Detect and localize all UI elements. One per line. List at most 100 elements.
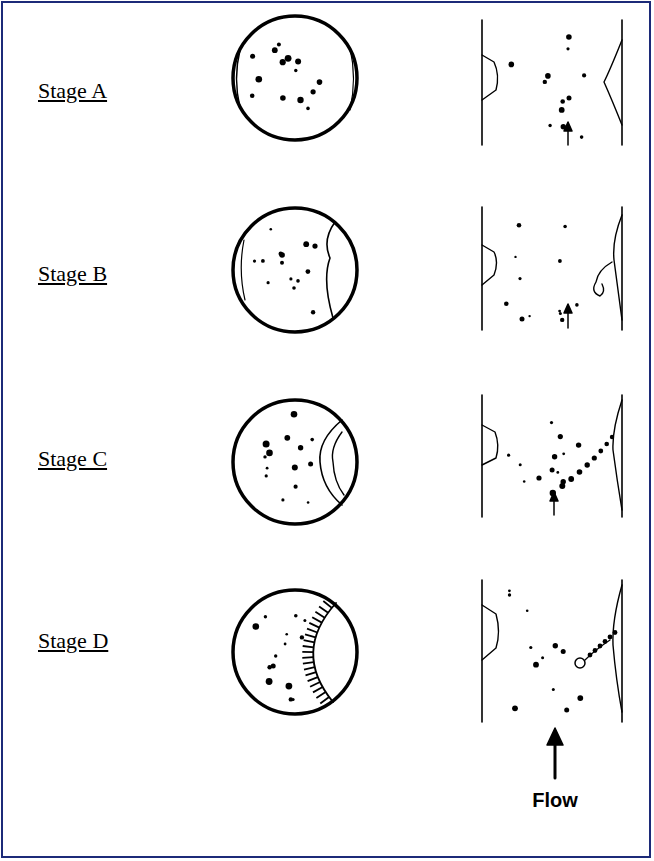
droplet xyxy=(311,89,316,94)
droplet xyxy=(294,485,298,489)
droplet xyxy=(266,450,273,457)
droplet xyxy=(308,462,313,467)
droplet xyxy=(552,454,557,459)
droplet xyxy=(286,683,293,690)
droplet xyxy=(303,619,306,622)
droplet xyxy=(507,454,510,457)
droplet xyxy=(559,107,565,113)
droplet xyxy=(613,630,618,635)
pipe-cross-section xyxy=(233,590,357,714)
droplet xyxy=(553,643,558,648)
pipe-cross-section xyxy=(233,208,357,332)
droplet xyxy=(508,593,511,596)
ligament-stroke xyxy=(302,651,313,653)
droplet xyxy=(550,421,553,424)
droplet xyxy=(529,646,532,649)
droplet xyxy=(303,241,309,247)
droplet xyxy=(297,97,303,103)
ligament-stroke xyxy=(323,601,332,608)
droplet xyxy=(514,256,516,258)
droplet xyxy=(311,310,315,314)
liquid-film xyxy=(237,50,241,108)
liquid-film xyxy=(350,48,354,110)
liquid-lens xyxy=(320,420,342,505)
ligament-stroke xyxy=(319,606,328,612)
stage-label: Stage B xyxy=(38,261,107,287)
droplet xyxy=(548,124,551,127)
droplet xyxy=(284,435,290,441)
ligament-stroke xyxy=(313,687,323,692)
droplet xyxy=(253,260,256,263)
ligament-stroke xyxy=(304,640,315,642)
droplet xyxy=(603,639,608,644)
ligament-stroke xyxy=(309,623,319,628)
ligament-stroke xyxy=(320,697,329,704)
droplet xyxy=(550,468,555,473)
droplet xyxy=(317,79,323,85)
droplet xyxy=(512,705,518,711)
droplet xyxy=(561,649,566,654)
droplet xyxy=(577,695,583,701)
ligament-stroke xyxy=(316,692,325,698)
entrainment-front xyxy=(313,603,336,702)
disturbance-wave xyxy=(327,222,335,318)
droplet xyxy=(608,635,613,640)
droplet xyxy=(528,315,530,317)
droplet xyxy=(567,96,572,101)
ligament-stroke xyxy=(302,656,313,658)
droplet xyxy=(558,259,562,263)
droplet xyxy=(585,462,590,467)
stage-label: Stage D xyxy=(38,628,108,654)
droplet xyxy=(307,501,310,504)
droplet xyxy=(279,252,285,258)
droplet xyxy=(588,653,593,658)
droplet xyxy=(582,73,586,77)
droplet xyxy=(552,688,555,691)
droplet xyxy=(543,80,547,84)
droplet xyxy=(295,59,301,65)
ligament-stroke xyxy=(310,682,320,687)
droplet xyxy=(255,76,262,83)
droplet xyxy=(545,73,551,79)
droplet xyxy=(289,277,292,280)
droplet xyxy=(279,252,283,256)
droplet xyxy=(523,480,526,483)
droplet xyxy=(580,135,584,139)
droplet xyxy=(266,678,273,685)
droplet xyxy=(536,475,541,480)
droplet xyxy=(559,312,562,315)
droplet xyxy=(504,301,509,306)
ligament-stroke xyxy=(306,672,317,675)
droplet xyxy=(593,648,598,653)
droplet xyxy=(277,43,281,47)
ligament-stroke xyxy=(312,617,322,622)
pipe-cross-section xyxy=(233,400,357,524)
droplet xyxy=(284,643,287,646)
droplet xyxy=(560,318,564,322)
droplet xyxy=(280,261,284,265)
droplet xyxy=(550,490,556,496)
droplet xyxy=(559,483,565,489)
pipe-cross-section xyxy=(233,16,357,140)
droplet xyxy=(294,614,298,618)
droplet xyxy=(280,59,286,65)
droplet xyxy=(541,656,544,659)
droplet xyxy=(533,662,539,668)
droplet xyxy=(508,589,511,592)
droplet xyxy=(576,442,581,447)
droplet xyxy=(577,469,583,475)
droplet xyxy=(250,93,255,98)
droplet xyxy=(274,654,277,657)
droplet xyxy=(592,455,597,460)
droplet xyxy=(272,47,278,53)
droplet xyxy=(270,228,273,231)
droplet xyxy=(263,440,270,447)
droplet xyxy=(312,244,317,249)
droplet xyxy=(517,223,522,228)
droplet xyxy=(266,467,269,470)
droplet xyxy=(300,635,304,639)
droplet xyxy=(296,279,300,283)
droplet xyxy=(298,445,303,450)
liquid-film xyxy=(241,240,245,300)
